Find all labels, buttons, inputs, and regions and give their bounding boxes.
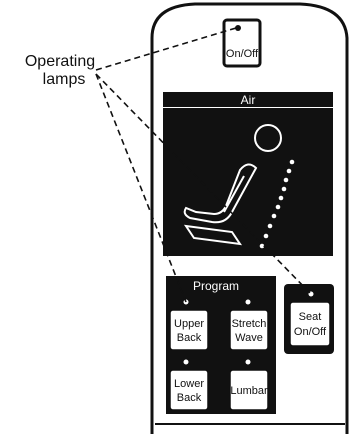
lumbar-lamp: [245, 359, 251, 365]
on-off-lamp: [235, 25, 241, 31]
callout-leader-lines: [95, 27, 312, 303]
leader-to-seat-on-off: [95, 73, 312, 295]
lumbar-button[interactable]: Lumbar: [229, 359, 269, 411]
leader-to-upper-back: [95, 73, 187, 303]
air-label: Air: [241, 93, 256, 107]
air-cell-lamps: [259, 159, 295, 249]
seat-on-off-label-1: Seat: [299, 311, 322, 323]
seat-cushion: [183, 224, 243, 246]
on-off-label: On/Off: [226, 48, 259, 60]
upper-back-label-2: Back: [177, 332, 202, 344]
stretch-wave-label-2: Wave: [235, 332, 263, 344]
callout-line-2: lamps: [43, 71, 86, 88]
on-off-button[interactable]: On/Off: [222, 18, 262, 68]
air-header: Air: [163, 92, 333, 107]
seat-outline: [183, 163, 258, 224]
air-display-panel: [163, 108, 333, 256]
stretch-wave-lamp: [245, 299, 251, 305]
lower-back-label-1: Lower: [174, 378, 204, 390]
seat-illustration: [183, 124, 282, 246]
program-label: Program: [193, 279, 239, 293]
lower-back-label-2: Back: [177, 392, 202, 404]
lumbar-label: Lumbar: [230, 385, 268, 397]
callout-line-1: Operating: [25, 53, 95, 70]
leader-to-on-off: [95, 27, 237, 71]
stretch-wave-label-1: Stretch: [232, 318, 267, 330]
lower-back-lamp: [183, 359, 189, 365]
upper-back-button[interactable]: Upper Back: [169, 299, 209, 351]
upper-back-label-1: Upper: [174, 318, 204, 330]
seat-on-off-button[interactable]: Seat On/Off: [284, 284, 334, 354]
seat-inner-line: [223, 175, 245, 213]
headrest-circle: [254, 124, 282, 152]
operating-lamps-callout: Operating lamps: [25, 53, 95, 88]
seat-on-off-label-2: On/Off: [294, 326, 327, 338]
lower-back-button[interactable]: Lower Back: [169, 359, 209, 411]
stretch-wave-button[interactable]: Stretch Wave: [229, 299, 269, 351]
